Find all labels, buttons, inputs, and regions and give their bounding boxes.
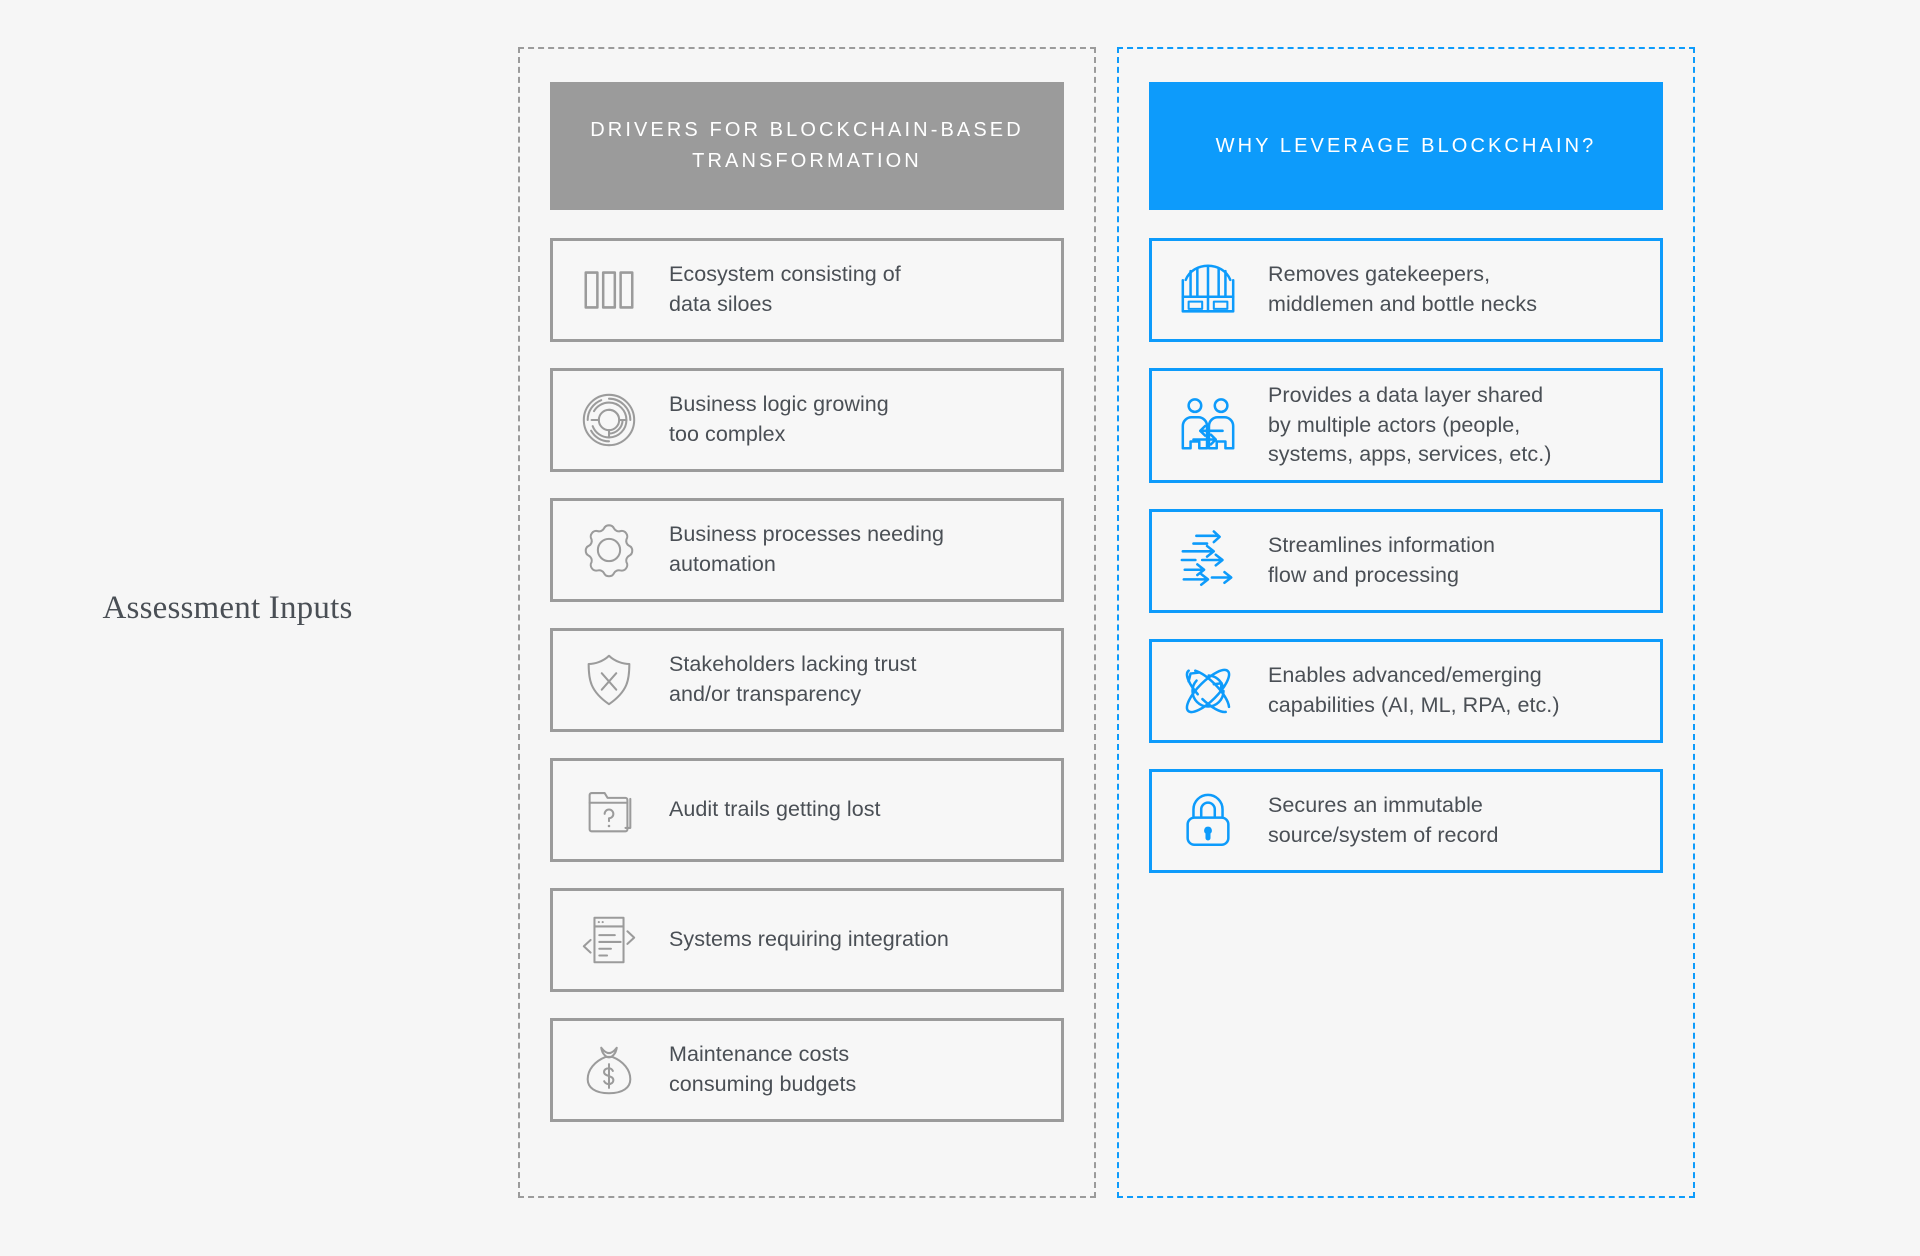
column-header-drivers: DRIVERS FOR BLOCKCHAIN-BASED TRANSFORMAT… — [550, 82, 1064, 210]
card-label-line: Streamlines information — [1268, 533, 1495, 558]
card-label: Streamlines information flow and processi… — [1268, 531, 1495, 590]
card-drivers-1[interactable]: Business logic growing too complex — [550, 368, 1064, 472]
card-label-line: consuming budgets — [669, 1072, 857, 1096]
card-label-line: source/system of record — [1268, 822, 1499, 847]
card-drivers-5[interactable]: Systems requiring integration — [550, 888, 1064, 992]
arrows-flow-icon — [1170, 523, 1246, 599]
card-label: Business processes needing automation — [669, 520, 944, 579]
card-label: Secures an immutable source/system of rec… — [1268, 791, 1499, 850]
card-label-line: and/or transparency — [669, 682, 862, 706]
card-label-line: Ecosystem consisting of — [669, 262, 901, 287]
card-label-line: systems, apps, services, etc.) — [1268, 442, 1552, 467]
card-label-line: Maintenance costs — [669, 1042, 850, 1067]
card-label-line: Business processes needing — [669, 522, 944, 547]
folder-question-icon — [571, 772, 647, 848]
card-drivers-0[interactable]: Ecosystem consisting of data siloes — [550, 238, 1064, 342]
card-label-line: middlemen and bottle necks — [1268, 292, 1538, 316]
card-label: Systems requiring integration — [669, 925, 949, 955]
card-drivers-6[interactable]: Maintenance costs consuming budgets — [550, 1018, 1064, 1122]
people-exchange-icon — [1170, 387, 1246, 463]
card-label-line: Provides a data layer shared — [1268, 383, 1544, 407]
shield-x-icon — [571, 642, 647, 718]
page-title: Assessment Inputs — [102, 590, 353, 626]
card-why-blockchain-4[interactable]: Secures an immutable source/system of rec… — [1149, 768, 1663, 873]
card-label: Business logic growing too complex — [669, 390, 889, 449]
card-label-line: Secures an immutable — [1268, 793, 1483, 818]
card-why-blockchain-2[interactable]: Streamlines information flow and processi… — [1149, 508, 1663, 613]
card-label-line: Audit trails getting lost — [669, 797, 881, 822]
lock-icon — [1170, 783, 1246, 859]
card-label: Provides a data layer shared by multiple … — [1268, 381, 1551, 470]
card-label: Enables advanced/emerging capabilities (A… — [1268, 661, 1560, 720]
card-label: Stakeholders lacking trust and/or transpa… — [669, 650, 916, 709]
orbit-atom-icon — [1170, 653, 1246, 729]
card-drivers-3[interactable]: Stakeholders lacking trust and/or transpa… — [550, 628, 1064, 732]
card-label-line: too complex — [669, 422, 786, 446]
card-label-line: Stakeholders lacking trust — [669, 652, 917, 677]
card-why-blockchain-0[interactable]: Removes gatekeepers, middlemen and bottle… — [1149, 238, 1663, 342]
money-bag-icon — [571, 1032, 647, 1108]
card-label-line: Systems requiring integration — [669, 927, 949, 952]
gear-icon — [571, 512, 647, 588]
gate-icon — [1170, 252, 1246, 328]
column-why-blockchain: WHY LEVERAGE BLOCKCHAIN? Removes gatekee… — [1117, 47, 1695, 1198]
card-label-line: data siloes — [669, 292, 773, 316]
card-label-line: by multiple actors (people, — [1268, 412, 1521, 437]
card-label: Ecosystem consisting of data siloes — [669, 260, 901, 319]
card-label-line: Removes gatekeepers, — [1268, 262, 1491, 287]
card-label-line: Business logic growing — [669, 392, 889, 417]
card-label: Maintenance costs consuming budgets — [669, 1040, 856, 1099]
card-label: Audit trails getting lost — [669, 795, 881, 825]
card-list-why-blockchain: Removes gatekeepers, middlemen and bottle… — [1149, 238, 1663, 873]
card-label-line: capabilities (AI, ML, RPA, etc.) — [1268, 692, 1560, 717]
card-label-line: automation — [669, 552, 776, 576]
card-label-line: Enables advanced/emerging — [1268, 663, 1542, 688]
document-exchange-icon — [571, 902, 647, 978]
maze-icon — [571, 382, 647, 458]
card-drivers-2[interactable]: Business processes needing automation — [550, 498, 1064, 602]
card-label: Removes gatekeepers, middlemen and bottle… — [1268, 260, 1537, 319]
column-drivers: DRIVERS FOR BLOCKCHAIN-BASED TRANSFORMAT… — [518, 47, 1096, 1198]
card-why-blockchain-1[interactable]: Provides a data layer shared by multiple … — [1149, 368, 1663, 483]
silos-icon — [571, 252, 647, 328]
card-label-line: flow and processing — [1268, 562, 1459, 587]
card-why-blockchain-3[interactable]: Enables advanced/emerging capabilities (A… — [1149, 638, 1663, 743]
column-header-why-blockchain: WHY LEVERAGE BLOCKCHAIN? — [1149, 82, 1663, 210]
card-drivers-4[interactable]: Audit trails getting lost — [550, 758, 1064, 862]
